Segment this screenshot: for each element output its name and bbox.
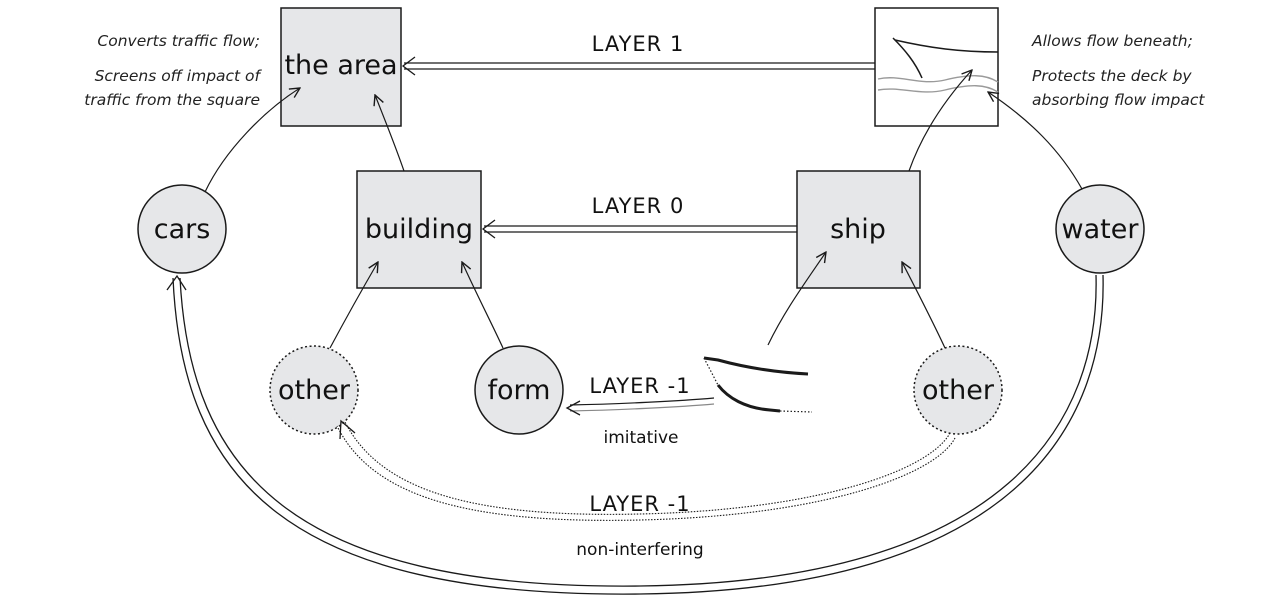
non-interfering-label: non-interfering bbox=[576, 540, 703, 560]
node-other-right-label: other bbox=[922, 375, 995, 406]
arrow-ship-to-top bbox=[908, 70, 972, 172]
note-right-line1: Allows flow beneath; bbox=[1031, 32, 1193, 50]
layer1-label: LAYER 1 bbox=[592, 32, 685, 56]
arrow-water-to-top bbox=[988, 92, 1083, 190]
arrow-other-to-building bbox=[329, 262, 378, 349]
note-left-line2: Screens off impact of bbox=[95, 67, 263, 85]
arrow-cars-to-area bbox=[204, 88, 300, 193]
arrow-water-to-cars-bottom bbox=[166, 274, 1104, 595]
layer0-label: LAYER 0 bbox=[592, 194, 685, 218]
layer-minus1-noninterfering-label: LAYER -1 bbox=[589, 492, 690, 516]
arrow-layer0 bbox=[481, 219, 797, 239]
note-right-line3: absorbing flow impact bbox=[1032, 91, 1205, 109]
arrow-layer1 bbox=[401, 56, 875, 76]
layer-minus1-imitative-label: LAYER -1 bbox=[589, 374, 690, 398]
arrow-form-to-building bbox=[462, 262, 504, 349]
note-left-line1: Converts traffic flow; bbox=[97, 32, 260, 50]
node-ship-label: ship bbox=[830, 214, 886, 245]
circle-water: water bbox=[1055, 184, 1145, 274]
note-left-line3: traffic from the square bbox=[84, 91, 260, 109]
water-line-lower bbox=[877, 85, 999, 93]
node-the-area-label: the area bbox=[284, 50, 397, 81]
arrow-other-to-ship bbox=[902, 262, 946, 349]
node-cars-label: cars bbox=[154, 214, 211, 245]
arrow-building-to-area bbox=[375, 95, 405, 172]
arrow-layer-minus1-noninterfering bbox=[336, 419, 956, 521]
node-water-label: water bbox=[1062, 214, 1140, 245]
circle-cars: cars bbox=[137, 184, 227, 274]
node-form-label: form bbox=[488, 375, 551, 406]
circle-form: form bbox=[474, 345, 564, 435]
circle-other-right: other bbox=[913, 345, 1003, 435]
note-right-line2: Protects the deck by bbox=[1032, 67, 1192, 85]
circle-other-left: other bbox=[269, 345, 359, 435]
hull-sketch-line bbox=[892, 37, 923, 79]
box-water-image bbox=[874, 7, 999, 127]
node-other-left-label: other bbox=[278, 375, 351, 406]
box-the-area: the area bbox=[280, 7, 402, 127]
arrow-sketch-to-ship bbox=[767, 252, 826, 346]
hull-profile-sketch bbox=[703, 356, 813, 413]
deck-sketch-line bbox=[894, 39, 999, 53]
box-building: building bbox=[356, 170, 482, 289]
imitative-label: imitative bbox=[604, 428, 679, 448]
node-building-label: building bbox=[365, 214, 473, 245]
water-line-upper bbox=[877, 75, 999, 83]
arrow-layer-minus1-imitative bbox=[565, 397, 715, 416]
box-ship: ship bbox=[796, 170, 921, 289]
